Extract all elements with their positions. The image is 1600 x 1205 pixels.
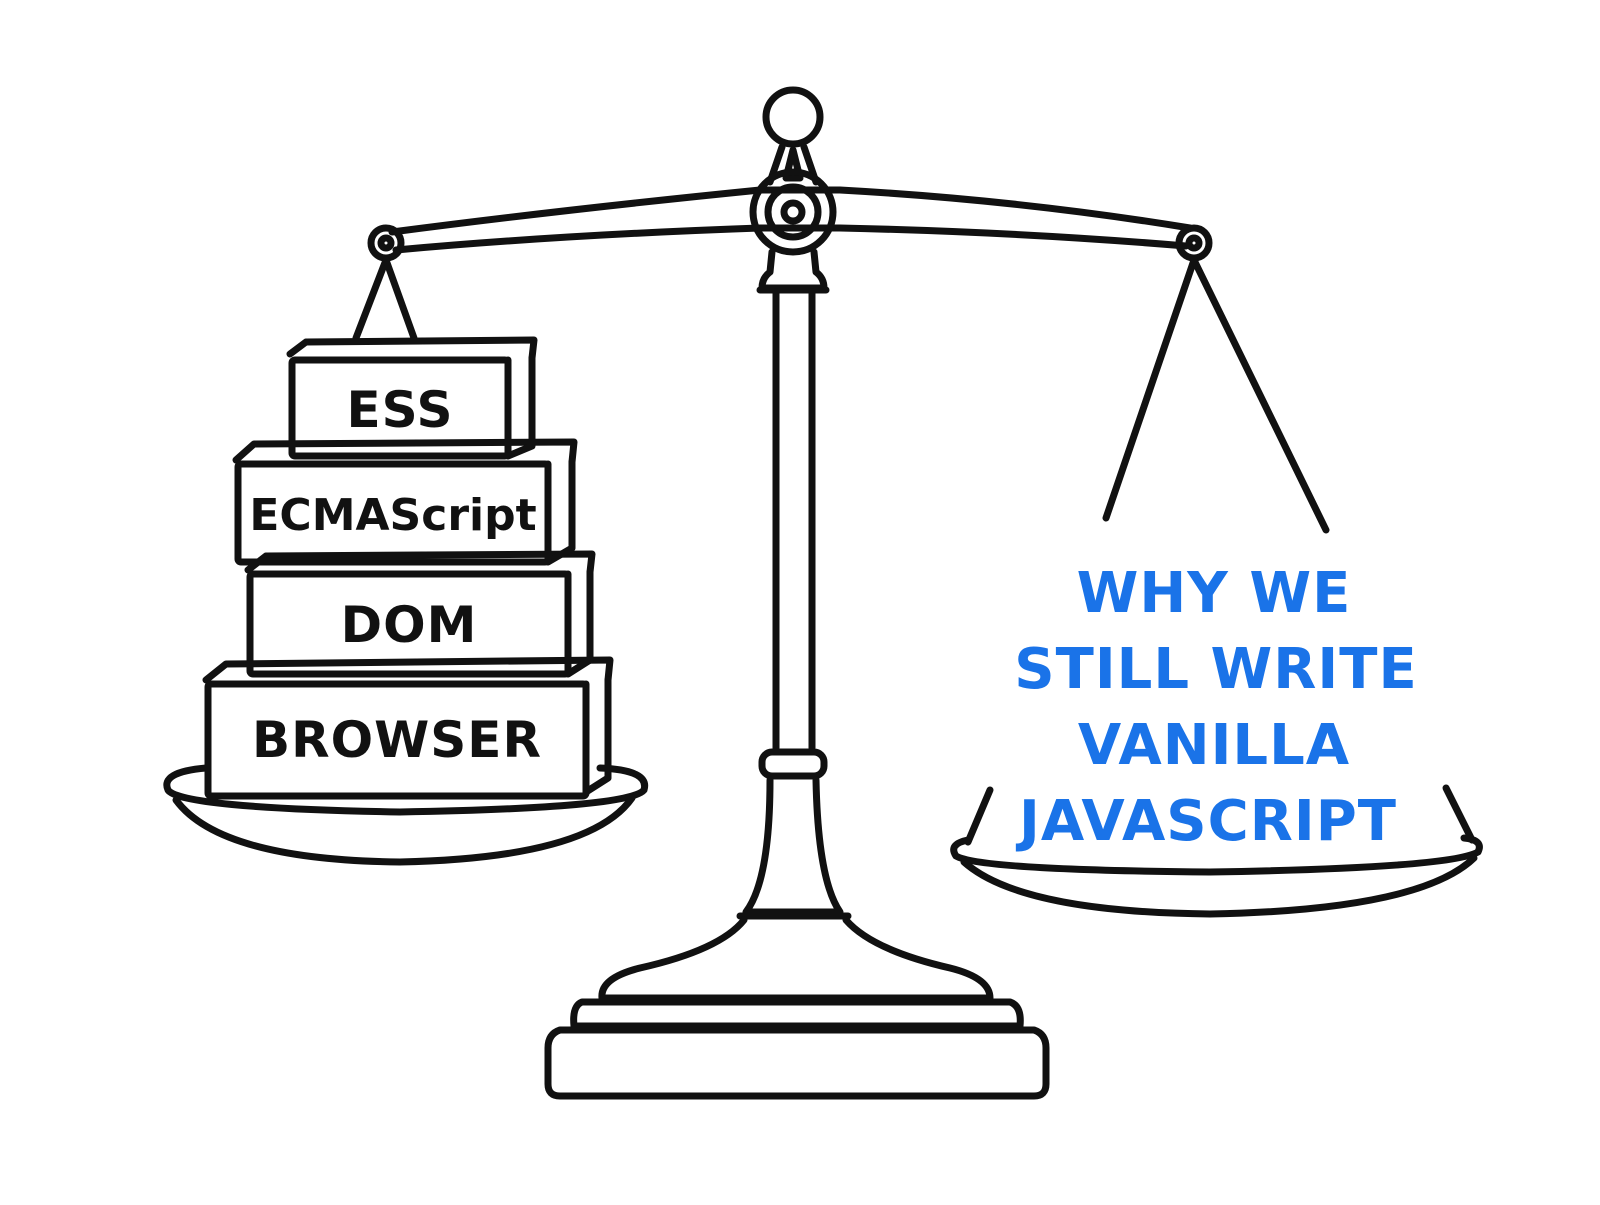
- block-label-dom: DOM: [341, 596, 478, 654]
- message-line-4: JAVASCRIPT: [1015, 789, 1397, 854]
- right-pan: [950, 784, 1483, 918]
- block-ess: [286, 336, 538, 460]
- scale-base: [544, 998, 1050, 1100]
- vanilla-js-message: WHY WE STILL WRITE VANILLA JAVASCRIPT: [1014, 561, 1417, 854]
- message-line-2: STILL WRITE: [1014, 637, 1417, 702]
- left-pan: [163, 764, 649, 866]
- message-line-1: WHY WE: [1077, 561, 1352, 626]
- block-browser: [202, 656, 614, 800]
- scale-post: [598, 248, 994, 1002]
- right-hanger: [1102, 256, 1330, 534]
- pivot-finial: [749, 86, 837, 256]
- left-hanger: [352, 256, 418, 342]
- block-label-ecmascript: ECMAScript: [249, 490, 536, 541]
- block-ecmascript: [232, 438, 578, 566]
- block-label-ess: ESS: [347, 381, 454, 439]
- block-stack: [202, 336, 614, 800]
- block-label-browser: BROWSER: [252, 711, 542, 769]
- message-line-3: VANILLA: [1078, 713, 1350, 778]
